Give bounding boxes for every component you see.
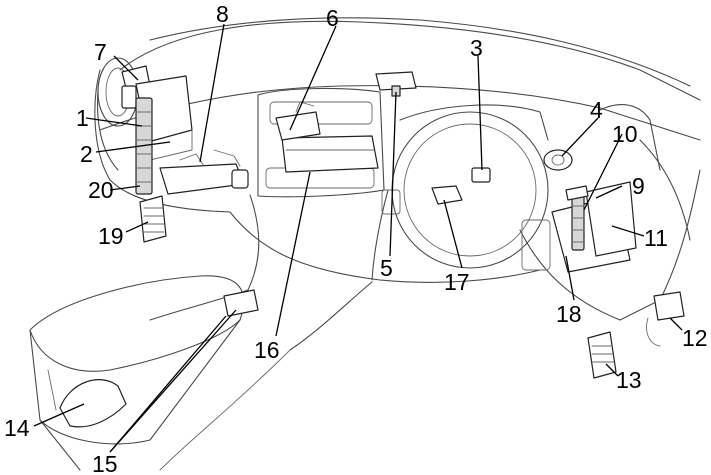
center-stack: [247, 87, 389, 291]
callout-20: 20: [88, 177, 114, 203]
callout-12: 12: [682, 325, 708, 351]
callout-3: 3: [470, 35, 483, 61]
leader-lines: [33, 23, 683, 453]
callout-11: 11: [644, 225, 668, 251]
callout-17: 17: [444, 269, 470, 295]
callout-18: 18: [556, 301, 582, 327]
callout-7: 7: [94, 39, 107, 65]
instrument-cluster: [381, 104, 549, 269]
right-vent: [521, 104, 691, 271]
callout-15: 15: [92, 451, 118, 475]
part-12-relay: [646, 291, 685, 347]
part-19-connector: [139, 195, 167, 243]
part-13-connector: [587, 331, 617, 379]
part-4-sensor: [543, 149, 573, 171]
callout-14: 14: [4, 415, 30, 441]
callout-4: 4: [590, 97, 603, 123]
callout-labels: 7 8 6 3 4 1 2 10 9 20 11 19 5 17 18 12 1…: [4, 1, 708, 475]
part-14-bracket: [59, 379, 127, 428]
callout-8: 8: [216, 1, 229, 27]
callout-19: 19: [98, 223, 124, 249]
part-6-16-center-unit: [275, 101, 379, 173]
callout-9: 9: [632, 173, 645, 199]
part-15-connector: [223, 289, 259, 317]
part-17-module: [431, 185, 463, 205]
part-3-module: [471, 167, 491, 183]
center-console: [29, 275, 373, 471]
callout-10: 10: [612, 121, 638, 147]
part-right-junction-block: [551, 181, 637, 273]
callout-16: 16: [254, 337, 280, 363]
callout-1: 1: [76, 105, 89, 131]
callout-5: 5: [380, 255, 393, 281]
part-8-module: [159, 149, 249, 195]
callout-2: 2: [80, 141, 93, 167]
callout-6: 6: [326, 5, 339, 31]
callout-13: 13: [616, 367, 642, 393]
